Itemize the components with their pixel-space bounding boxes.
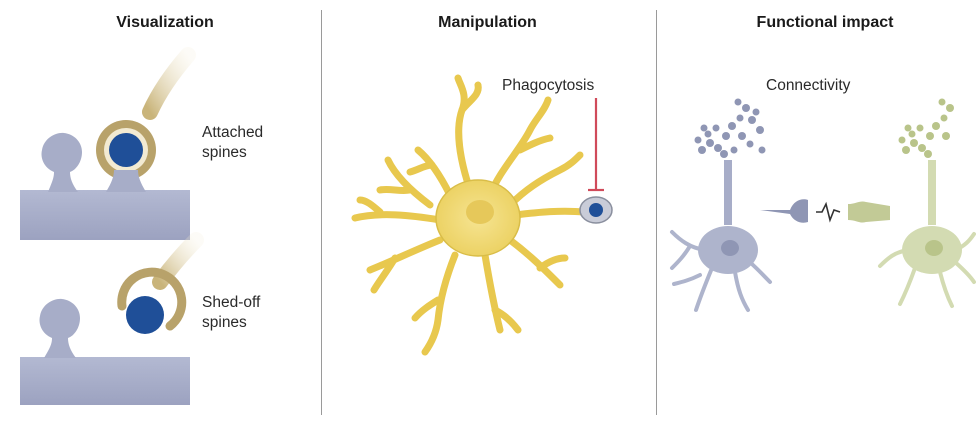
- phagocytosed-spine: [580, 197, 612, 223]
- microglia-cell: [355, 78, 585, 352]
- inhibition-marker: [588, 98, 604, 190]
- signal-spike: [816, 204, 840, 220]
- spine-shed-engulfed: [122, 240, 196, 334]
- spine-shed-remaining: [40, 299, 81, 358]
- neuron-left: [672, 99, 808, 311]
- dendrite-shaft-attached: [20, 190, 190, 240]
- dendrite-shaft-shed: [20, 357, 190, 405]
- neuron-right: [848, 99, 974, 307]
- spine-attached-free: [42, 133, 83, 192]
- spine-attached-engulfed: [96, 55, 188, 192]
